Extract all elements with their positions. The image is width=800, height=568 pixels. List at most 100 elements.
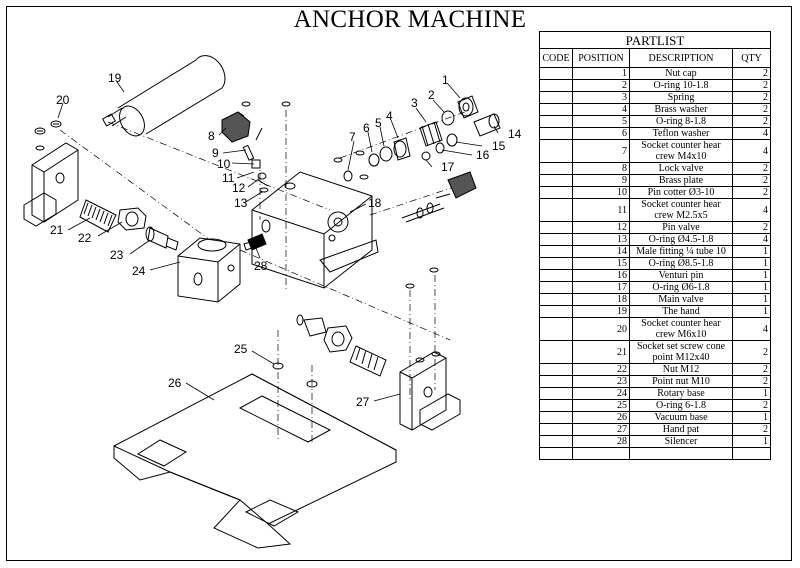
col-header-code: CODE [539, 48, 573, 68]
cell-qty: 4 [731, 198, 772, 222]
callout-27: 27 [356, 395, 370, 409]
part-hand-cylinder [101, 55, 226, 137]
cell-qty: 2 [731, 363, 772, 376]
cell-qty: 4 [731, 127, 772, 140]
cell-code [539, 245, 573, 258]
cell-description [629, 447, 733, 460]
col-header-description: DESCRIPTION [629, 48, 733, 68]
cell-description: Pin valve [629, 221, 733, 234]
cell-qty: 2 [731, 186, 772, 199]
callout-14: 14 [508, 127, 522, 141]
cell-position: 28 [572, 435, 630, 448]
cell-qty: 4 [731, 317, 772, 341]
callout-22: 22 [78, 231, 92, 245]
part-set-screw-left [79, 199, 117, 233]
cell-qty: 2 [731, 91, 772, 104]
cell-code [539, 293, 573, 306]
cell-position: 18 [572, 293, 630, 306]
cell-description: O-ring Ø6-1.8 [629, 281, 733, 294]
cell-code [539, 435, 573, 448]
cell-position: 27 [572, 423, 630, 436]
cell-qty: 4 [731, 139, 772, 163]
cell-qty: 1 [731, 387, 772, 400]
part-valve-stack-right [343, 95, 479, 182]
exploded-assembly-drawing: 19 20 1 2 3 4 5 6 7 8 9 10 11 12 13 14 1… [23, 55, 522, 549]
cell-qty: 2 [731, 79, 772, 92]
cell-code [539, 103, 573, 116]
cell-position: 17 [572, 281, 630, 294]
callout-18: 18 [368, 196, 382, 210]
drawing-frame [6, 6, 792, 561]
callout-3: 3 [411, 96, 418, 110]
callout-20: 20 [56, 93, 70, 107]
cell-position: 4 [572, 103, 630, 116]
callout-numbers: 19 20 1 2 3 4 5 6 7 8 9 10 11 12 13 14 1… [50, 71, 522, 409]
parts-list-table: PARTLIST CODE POSITION DESCRIPTION QTY 1… [538, 31, 772, 460]
cell-description: Nut cap [629, 67, 733, 80]
callout-11: 11 [222, 171, 235, 185]
callout-15: 15 [492, 139, 506, 153]
cell-position: 8 [572, 162, 630, 175]
cell-description: Point nut M10 [629, 375, 733, 388]
callout-7: 7 [349, 130, 356, 144]
cell-description: Spring [629, 91, 733, 104]
cell-code [539, 411, 573, 424]
cell-description: Main valve [629, 293, 733, 306]
cell-code [539, 363, 573, 376]
cell-position: 6 [572, 127, 630, 140]
cell-position: 7 [572, 139, 630, 163]
cell-code [539, 79, 573, 92]
cell-description: Rotary base [629, 387, 733, 400]
part-o-rings-base [272, 362, 318, 388]
cell-qty: 1 [731, 293, 772, 306]
cell-code [539, 162, 573, 175]
cell-position: 11 [572, 198, 630, 222]
drawing-title: ANCHOR MACHINE [293, 6, 527, 33]
cell-code [539, 387, 573, 400]
callout-6: 6 [363, 121, 370, 135]
cell-qty: 4 [731, 233, 772, 246]
cell-position: 1 [572, 67, 630, 80]
callout-28: 28 [254, 259, 268, 273]
cell-code [539, 221, 573, 234]
callout-8: 8 [208, 129, 215, 143]
cell-description: Pin cotter Ø3-10 [629, 186, 733, 199]
col-header-position: POSITION [572, 48, 630, 68]
cell-position: 13 [572, 233, 630, 246]
part-set-screw-right [296, 314, 387, 377]
cell-description: Socket counter hear crew M2.5x5 [629, 198, 733, 222]
callout-2: 2 [428, 88, 435, 102]
cell-description: Vacuum base [629, 411, 733, 424]
cell-qty: 2 [731, 115, 772, 128]
cell-code [539, 447, 573, 460]
cell-code [539, 281, 573, 294]
cell-qty: 2 [731, 221, 772, 234]
cell-description: O-ring 8-1.8 [629, 115, 733, 128]
cell-position: 2 [572, 79, 630, 92]
part-screws-m6 [34, 120, 62, 135]
cell-position: 23 [572, 375, 630, 388]
cell-code [539, 115, 573, 128]
parts-list-caption: PARTLIST [538, 31, 772, 49]
cell-qty: 2 [731, 162, 772, 175]
cell-position: 12 [572, 221, 630, 234]
cell-description: Nut M12 [629, 363, 733, 376]
callout-9: 9 [212, 146, 219, 160]
callout-25: 25 [234, 342, 248, 356]
